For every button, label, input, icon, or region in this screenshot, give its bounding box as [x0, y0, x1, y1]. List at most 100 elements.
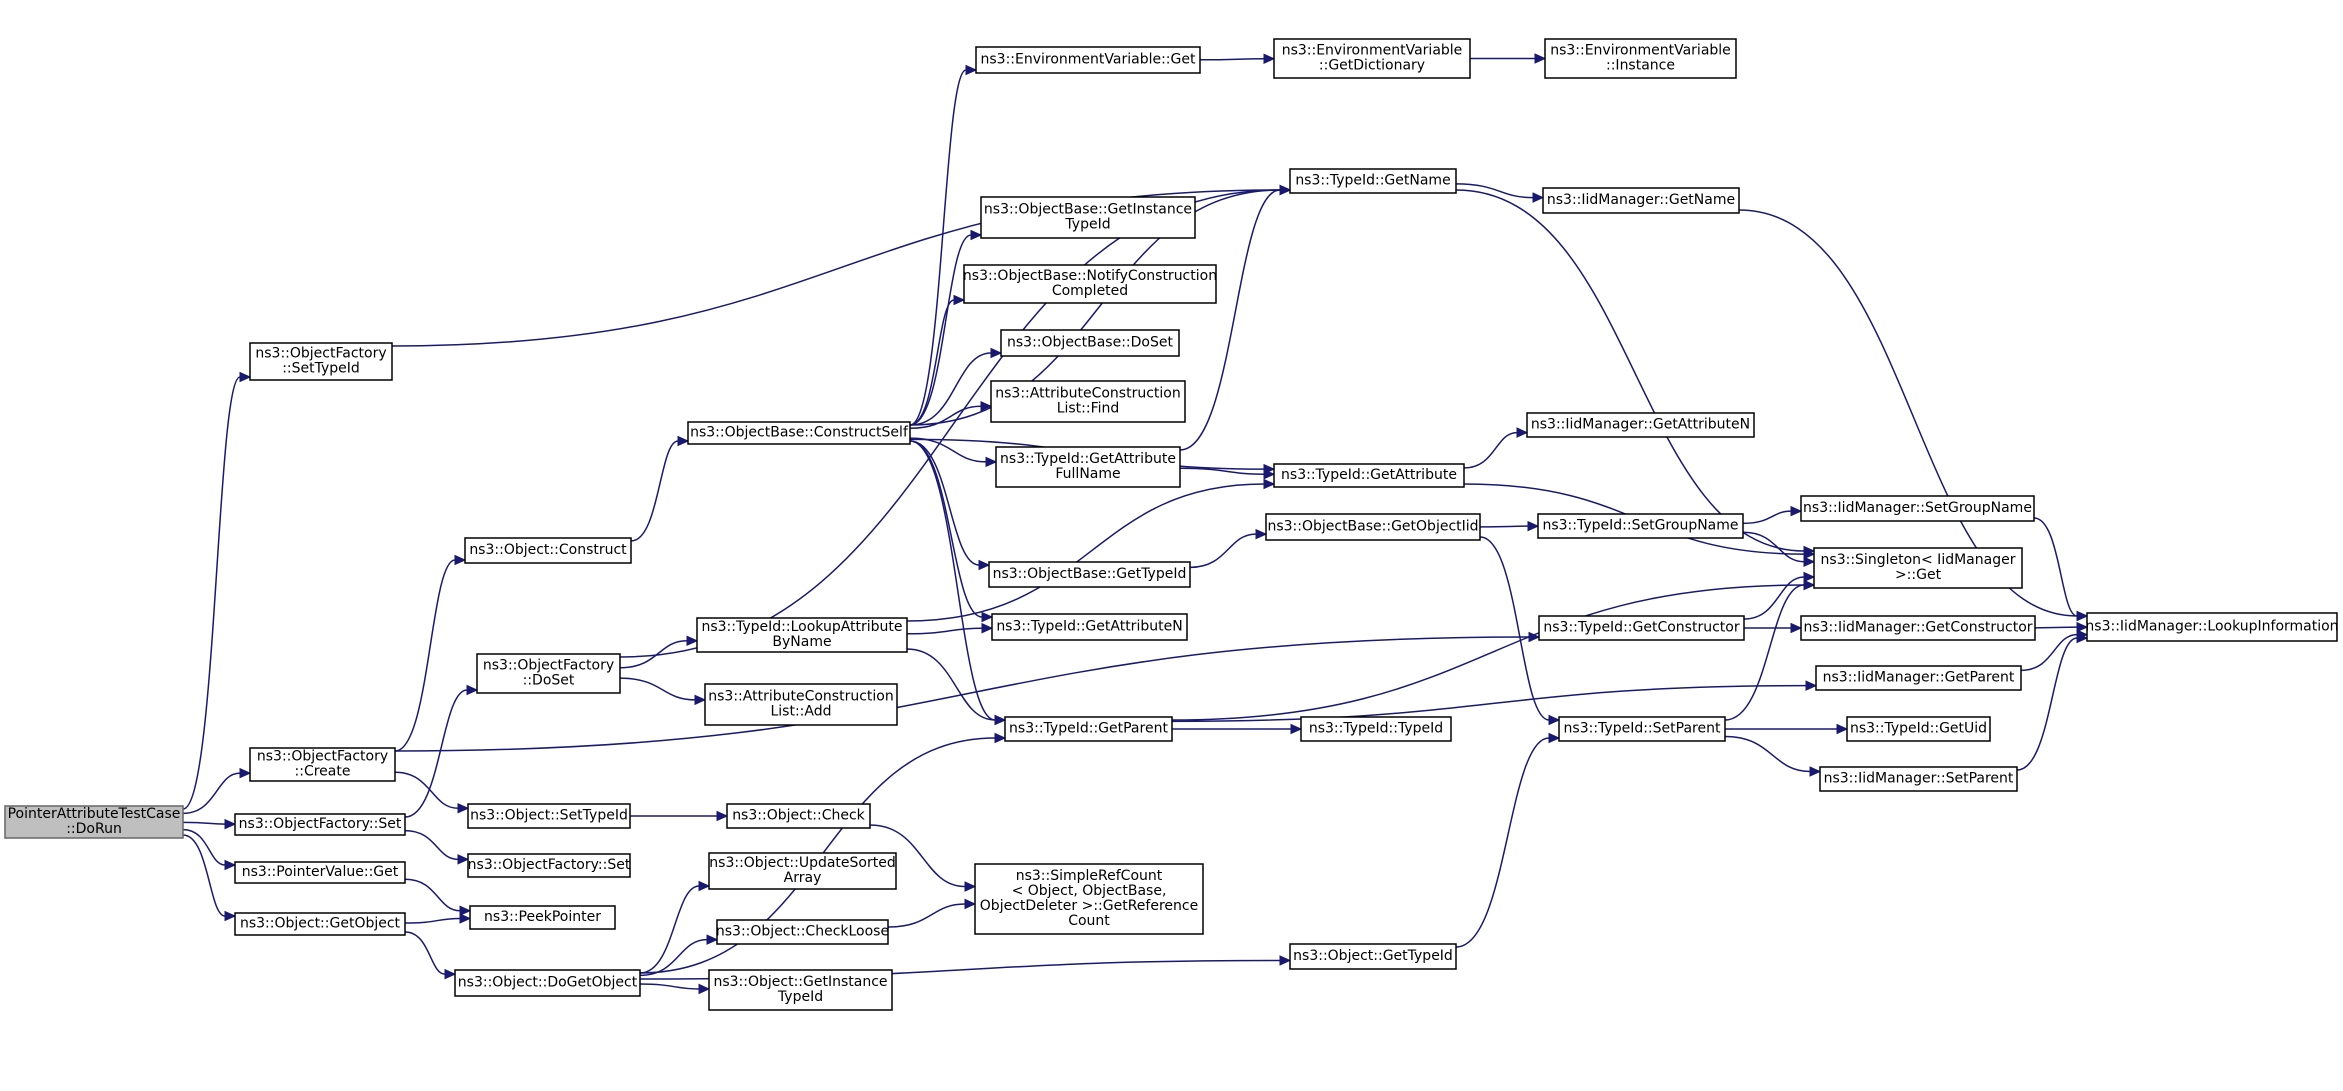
node-o-check[interactable]: ns3::Object::Check: [726, 803, 871, 829]
node-ob-getobjectiid[interactable]: ns3::ObjectBase::GetObjectIid: [1265, 513, 1481, 541]
node-tid-setparent[interactable]: ns3::TypeId::SetParent: [1558, 716, 1726, 742]
node-o-construct[interactable]: ns3::Object::Construct: [464, 537, 632, 564]
node-tid-setgroupname[interactable]: ns3::TypeId::SetGroupName: [1537, 513, 1744, 539]
node-box: [1537, 513, 1744, 539]
edge-o-check-to-src: [869, 824, 977, 892]
node-iid-setgroupname[interactable]: ns3::IidManager::SetGroupName: [1800, 495, 2035, 522]
node-iid-setparent[interactable]: ns3::IidManager::SetParent: [1819, 766, 2018, 792]
node-label: ns3::ObjectFactory::Set: [468, 857, 631, 873]
node-tid-getparent[interactable]: ns3::TypeId::GetParent: [1004, 716, 1173, 742]
node-iid-getconstructor[interactable]: ns3::IidManager::GetConstructor: [1800, 615, 2036, 641]
edge-line: [394, 559, 456, 752]
node-dorun[interactable]: PointerAttributeTestCase::DoRun: [4, 805, 184, 839]
node-tid-getattr[interactable]: ns3::TypeId::GetAttribute: [1273, 463, 1465, 488]
node-ob-constructself[interactable]: ns3::ObjectBase::ConstructSelf: [687, 421, 911, 445]
node-iid-getattrn[interactable]: ns3::IidManager::GetAttributeN: [1526, 412, 1755, 438]
node-peekpointer[interactable]: ns3::PeekPointer: [469, 905, 616, 930]
node-label: ns3::IidManager::GetParent: [1823, 670, 2015, 686]
node-label: >::Get: [1895, 567, 1942, 583]
edge-arrowhead: [1803, 579, 1816, 591]
node-o-dogetobject[interactable]: ns3::Object::DoGetObject: [454, 969, 641, 997]
edge-line: [1199, 57, 1265, 61]
node-label: ns3::SimpleRefCount: [1016, 868, 1163, 884]
node-label: TypeId: [1064, 217, 1110, 233]
node-o-getobject[interactable]: ns3::Object::GetObject: [234, 912, 406, 936]
node-of-doset[interactable]: ns3::ObjectFactory::DoSet: [476, 653, 621, 694]
node-box: [1544, 38, 1737, 79]
edge-arrowhead: [965, 64, 978, 76]
edge-ob-constructself-to-ob-notify: [909, 294, 966, 426]
edge-line: [404, 917, 461, 924]
edge-ob-constructself-to-ev-get: [909, 64, 978, 426]
edge-line: [887, 903, 966, 928]
edge-arrowhead: [1516, 427, 1529, 438]
node-label: TypeId: [777, 989, 823, 1005]
edge-line: [1189, 533, 1257, 569]
node-label: ns3::Object::UpdateSorted: [709, 855, 895, 871]
node-iid-getname[interactable]: ns3::IidManager::GetName: [1542, 187, 1740, 214]
edge-line: [1179, 467, 1265, 475]
node-box: [975, 46, 1201, 74]
node-tid-getuid[interactable]: ns3::TypeId::GetUid: [1846, 716, 1991, 742]
edge-line: [394, 771, 459, 810]
node-iid-lookupinfo[interactable]: ns3::IidManager::LookupInformation: [2085, 612, 2339, 642]
node-tid-getconstructor[interactable]: ns3::TypeId::GetConstructor: [1538, 615, 1745, 641]
edge-line: [909, 234, 972, 426]
node-src[interactable]: ns3::SimpleRefCount< Object, ObjectBase,…: [974, 863, 1204, 935]
node-of-set[interactable]: ns3::ObjectFactory::Set: [234, 813, 406, 836]
node-ev-instance[interactable]: ns3::EnvironmentVariable::Instance: [1544, 38, 1737, 79]
edge-ev-getdict-to-ev-instance: [1470, 53, 1547, 64]
edge-line: [909, 299, 955, 426]
node-box: [467, 803, 631, 829]
edge-arrowhead: [1803, 571, 1816, 583]
edge-line: [404, 689, 468, 818]
node-box: [234, 912, 406, 936]
node-of-settypeid[interactable]: ns3::ObjectFactory::SetTypeId: [249, 342, 393, 381]
node-box: [1558, 716, 1726, 742]
edge-o-dogetobject-to-o-checkloose: [639, 934, 719, 977]
node-o-settypeid[interactable]: ns3::Object::SetTypeId: [467, 803, 631, 829]
node-ob-doset[interactable]: ns3::ObjectBase::DoSet: [1000, 329, 1180, 357]
edge-line: [909, 437, 987, 463]
node-tid-getattrn[interactable]: ns3::TypeId::GetAttributeN: [991, 613, 1188, 641]
node-box: [708, 852, 897, 890]
node-pv-get[interactable]: ns3::PointerValue::Get: [234, 861, 406, 884]
node-label: List::Add: [770, 704, 831, 720]
edge-arrowhead: [1790, 505, 1803, 517]
edge-dorun-to-of-settypeid: [182, 371, 252, 810]
edge-iid-setgroupname-to-iid-lookupinfo: [2033, 517, 2089, 622]
node-o-gettypeid[interactable]: ns3::Object::GetTypeId: [1289, 943, 1457, 970]
node-label: ns3::Object::CheckLoose: [716, 924, 889, 940]
edge-arrowhead: [686, 635, 699, 647]
node-ob-gettypeid[interactable]: ns3::ObjectBase::GetTypeId: [988, 561, 1191, 588]
edge-ev-get-to-ev-getdict: [1199, 53, 1276, 64]
edge-arrowhead: [1263, 478, 1276, 490]
node-tid-getname[interactable]: ns3::TypeId::GetName: [1289, 168, 1457, 194]
node-o-checkloose[interactable]: ns3::Object::CheckLoose: [716, 919, 889, 945]
node-singleton-get[interactable]: ns3::Singleton< IidManager >::Get: [1813, 547, 2023, 589]
edge-arrowhead: [1548, 714, 1561, 726]
node-box: [1800, 495, 2035, 522]
node-iid-getparent[interactable]: ns3::IidManager::GetParent: [1815, 665, 2022, 691]
node-label: ::DoSet: [523, 673, 575, 689]
edge-arrowhead: [224, 818, 237, 830]
node-label: ByName: [772, 634, 831, 650]
node-ev-getdict[interactable]: ns3::EnvironmentVariable::GetDictionary: [1273, 38, 1471, 79]
edge-arrowhead: [716, 810, 729, 822]
edge-line: [619, 640, 688, 669]
edge-line: [394, 636, 1530, 752]
node-of-create[interactable]: ns3::ObjectFactory::Create: [249, 747, 396, 782]
node-tid-typeid[interactable]: ns3::TypeId::TypeId: [1300, 716, 1452, 742]
node-ev-get[interactable]: ns3::EnvironmentVariable::Get: [975, 46, 1201, 74]
node-of-set2[interactable]: ns3::ObjectFactory::Set: [467, 853, 631, 878]
node-ob-notify[interactable]: ns3::ObjectBase::NotifyConstructionCompl…: [963, 264, 1217, 304]
edge-arrowhead: [964, 898, 977, 910]
